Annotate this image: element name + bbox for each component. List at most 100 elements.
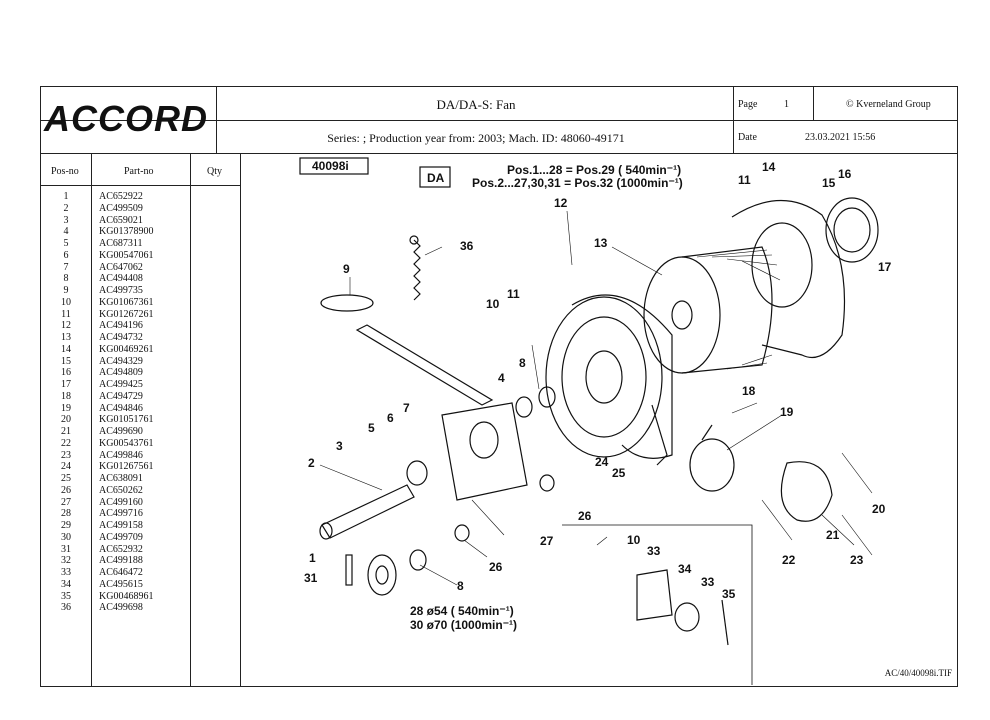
fan-housing <box>545 296 663 458</box>
damper-plate <box>689 438 735 492</box>
label-26b: 26 <box>489 560 503 574</box>
part-cell: AC499698 <box>99 602 143 614</box>
gasket-ring <box>825 197 879 263</box>
fan-rotor <box>643 256 721 374</box>
label-9: 9 <box>343 262 350 276</box>
label-21: 21 <box>826 528 840 542</box>
series-info: Series: ; Production year from: 2003; Ma… <box>327 131 625 145</box>
header-divider <box>40 120 958 121</box>
pos-cell: 6 <box>63 249 69 261</box>
part-cell: AC499735 <box>99 285 143 296</box>
part-cell: AC499509 <box>99 202 143 214</box>
flap-34 <box>636 569 673 621</box>
bolt-35 <box>721 599 729 646</box>
label-31: 31 <box>304 571 318 585</box>
label-33: 33 <box>647 544 661 558</box>
label-2: 2 <box>308 456 315 470</box>
pos-cell: 29 <box>61 520 71 531</box>
col-pos: Pos-no <box>51 166 79 177</box>
pos-cell: 5 <box>63 238 69 249</box>
part-cell: KG01067361 <box>99 296 154 308</box>
label-20: 20 <box>872 502 886 516</box>
label-13: 13 <box>594 236 608 250</box>
part-cell: AC494732 <box>99 332 143 343</box>
part-cell: AC499709 <box>99 531 143 543</box>
pos-cell: 36 <box>61 602 71 614</box>
pos-cell: 14 <box>61 343 71 355</box>
pos-cell: 9 <box>63 285 69 296</box>
pos-cell: 22 <box>61 437 71 449</box>
accord-logo: ACCORD <box>44 98 208 139</box>
part-cell: AC638091 <box>99 473 143 484</box>
pos-cell: 12 <box>61 320 71 332</box>
pulley-28-label: 28 ø54 ( 540min⁻¹) <box>410 604 514 618</box>
qty-col-line <box>240 153 241 687</box>
part-cell: KG01267561 <box>99 461 154 473</box>
pos-cell: 35 <box>61 590 71 602</box>
pos-cell: 21 <box>61 426 71 437</box>
label-11b: 11 <box>738 173 751 187</box>
pos-cell: 18 <box>61 390 71 402</box>
pos-cell: 15 <box>61 355 71 367</box>
bearing-8b <box>409 549 427 571</box>
part-cell: KG00468961 <box>99 590 154 602</box>
half-cover <box>780 461 833 522</box>
part-cell: AC494809 <box>99 367 143 379</box>
pos-cell: 2 <box>63 202 69 214</box>
bushing-26 <box>539 474 555 492</box>
file-reference: AC/40/40098i.TIF <box>884 668 952 678</box>
part-cell: AC499690 <box>99 426 143 437</box>
label-12: 12 <box>554 196 568 210</box>
copyright: © Kverneland Group <box>846 99 931 110</box>
page-label: Page <box>738 99 758 110</box>
part-cell: KG00543761 <box>99 437 154 449</box>
label-11: 11 <box>507 287 520 301</box>
label-24: 24 <box>595 455 609 469</box>
pos-cell: 1 <box>63 191 69 202</box>
label-26: 26 <box>578 509 592 523</box>
note-line-2: Pos.2...27,30,31 = Pos.32 (1000min⁻¹) <box>472 176 683 190</box>
rear-cover <box>731 199 846 359</box>
pos-cell: 17 <box>61 379 71 390</box>
label-5: 5 <box>368 421 375 435</box>
part-cell: AC499160 <box>99 496 143 508</box>
part-cell: KG00469261 <box>99 343 154 355</box>
pos-cell: 31 <box>61 543 71 555</box>
lever-pad <box>320 294 374 312</box>
col-part: Part-no <box>124 166 154 177</box>
label-6: 6 <box>387 411 394 425</box>
logo-divider <box>216 86 217 153</box>
part-col-line <box>190 153 191 687</box>
lever-arm <box>355 324 494 406</box>
part-cell: AC646472 <box>99 567 143 578</box>
pos-cell: 7 <box>63 261 69 273</box>
part-cell: AC494408 <box>99 273 143 285</box>
pos-cell: 8 <box>63 273 69 285</box>
label-14: 14 <box>762 160 776 174</box>
pos-cell: 19 <box>61 402 71 414</box>
model-label: DA <box>427 171 445 185</box>
label-25: 25 <box>612 466 626 480</box>
pos-cell: 13 <box>61 332 71 343</box>
label-8: 8 <box>519 356 526 370</box>
key-31 <box>345 554 353 586</box>
part-cell: AC499846 <box>99 449 143 461</box>
part-cell: AC499158 <box>99 520 143 531</box>
part-cell: AC652922 <box>99 191 143 202</box>
pos-cell: 16 <box>61 367 71 379</box>
pos-cell: 10 <box>61 296 71 308</box>
label-27: 27 <box>540 534 554 548</box>
pos-cell: 33 <box>61 567 71 578</box>
info-divider <box>733 86 734 153</box>
label-18: 18 <box>742 384 756 398</box>
page-title: DA/DA-S: Fan <box>436 97 516 112</box>
part-cell: AC494846 <box>99 402 143 414</box>
pos-cell: 23 <box>61 449 71 461</box>
pulley <box>367 554 397 596</box>
label-15: 15 <box>822 176 836 190</box>
label-19: 19 <box>780 405 794 419</box>
label-34: 34 <box>678 562 692 576</box>
bearing-8 <box>538 386 556 408</box>
